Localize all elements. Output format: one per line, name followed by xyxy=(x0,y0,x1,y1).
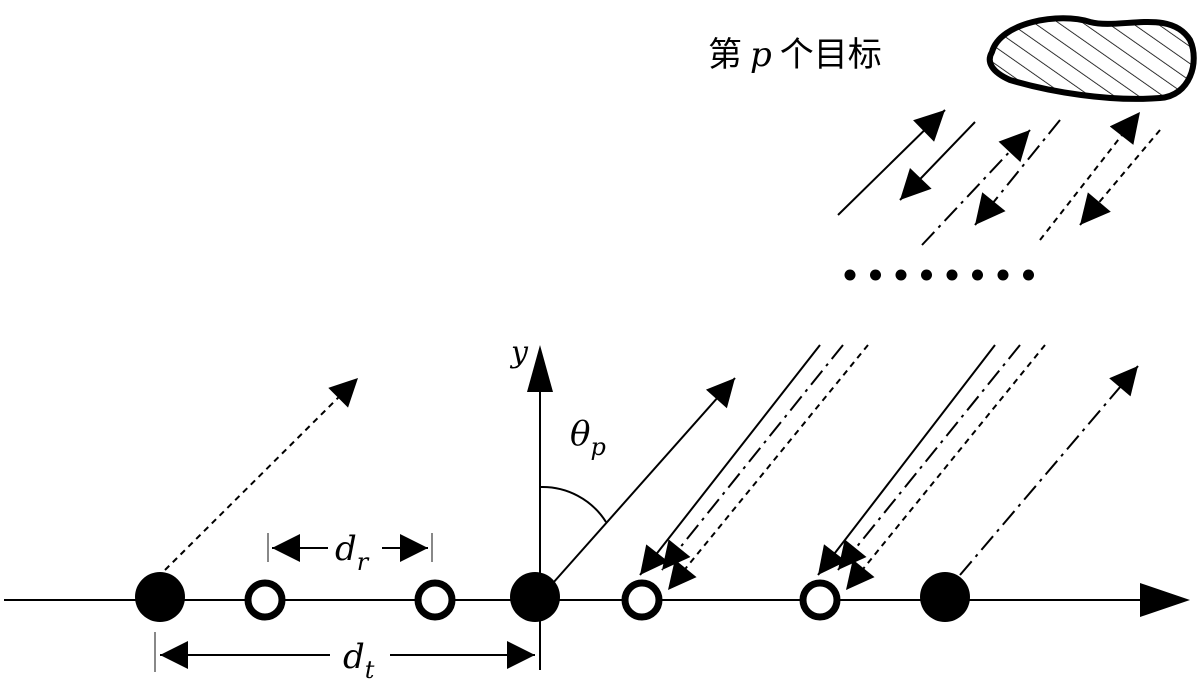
theta-arc xyxy=(539,485,607,523)
theta-label: θp xyxy=(570,414,606,461)
y-axis-label: y xyxy=(509,335,529,370)
ellipsis-dot xyxy=(997,269,1009,281)
upper-solid-down-arrow xyxy=(899,121,976,201)
ellipsis-dots xyxy=(844,269,1034,281)
ellipsis-dot xyxy=(870,269,881,281)
ellipsis-dot xyxy=(844,269,856,281)
upper-dashdot-down-arrow xyxy=(974,119,1061,226)
receiver-element xyxy=(414,579,456,621)
left-tx-dashed-arrow xyxy=(164,377,359,571)
target-shape xyxy=(986,15,1197,102)
ellipsis-dot xyxy=(921,269,932,281)
rx2-solid-incoming xyxy=(817,344,996,576)
array-elements xyxy=(135,572,970,622)
ellipsis-dot xyxy=(895,269,907,281)
receiver-element xyxy=(621,579,663,621)
right-tx-dashdot-arrow xyxy=(959,365,1139,576)
rx1-dashdot-incoming xyxy=(661,344,844,571)
rx1-incoming-group xyxy=(639,344,869,591)
rx1-dashed-incoming xyxy=(667,344,869,591)
ellipsis-dot xyxy=(946,269,958,281)
dt-dimension: dt xyxy=(154,632,535,684)
upper-signal-group xyxy=(837,109,1161,246)
receiver-element xyxy=(244,579,286,621)
upper-dashed-up-arrow xyxy=(1039,111,1141,241)
rx1-solid-incoming xyxy=(639,344,821,576)
upper-dashdot-up-arrow xyxy=(921,129,1031,246)
ellipsis-dot xyxy=(972,269,983,281)
ellipsis-dot xyxy=(1023,269,1034,281)
dr-label: dr xyxy=(335,529,370,576)
transmitter-element xyxy=(510,572,560,622)
rx2-incoming-group xyxy=(817,344,1046,591)
rx2-dashdot-incoming xyxy=(837,344,1021,571)
y-axis-arrowhead xyxy=(527,345,553,392)
receiver-element xyxy=(799,579,841,621)
center-tx-ray xyxy=(544,377,736,593)
dt-label: dt xyxy=(343,637,375,684)
x-axis-arrowhead xyxy=(1140,583,1190,617)
transmitter-element xyxy=(920,572,970,622)
upper-dashed-down-arrow xyxy=(1079,129,1161,226)
rx2-dashed-incoming xyxy=(845,344,1046,591)
upper-solid-up-arrow xyxy=(837,109,946,216)
transmitter-element xyxy=(135,572,185,622)
dr-dimension: dr xyxy=(267,529,433,576)
